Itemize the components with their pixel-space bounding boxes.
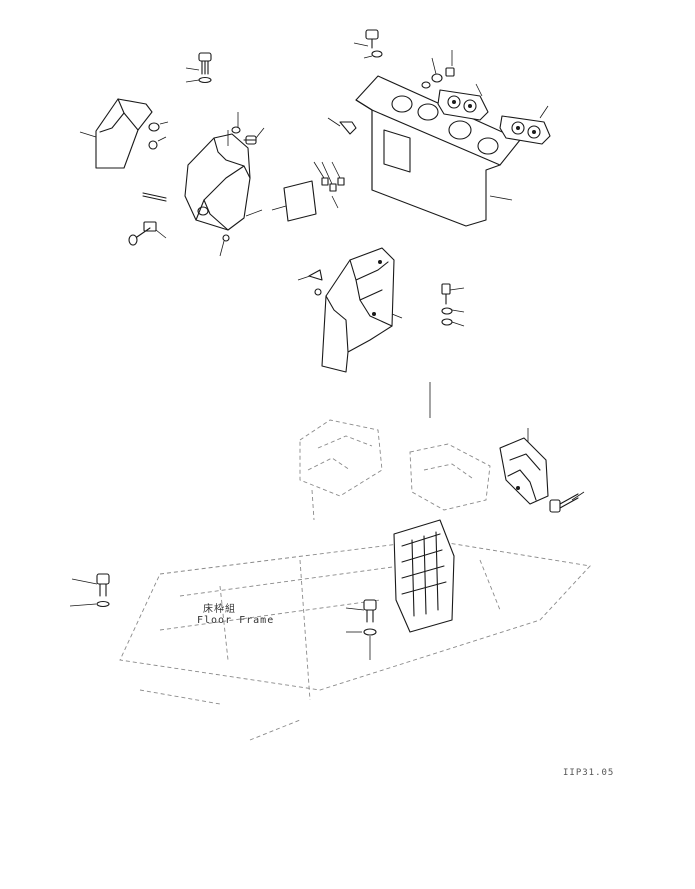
screws-plate	[313, 161, 345, 209]
clip-console	[219, 234, 230, 257]
control-box-right	[499, 428, 549, 505]
bolt-floor-center	[345, 599, 377, 660]
floor-frame-label-en: Floor Frame	[197, 615, 275, 626]
filter-plate	[271, 180, 317, 222]
floor-grille-panel	[393, 519, 455, 633]
rod-left	[142, 192, 167, 202]
side-cover-left	[79, 98, 153, 169]
floor-frame-ghost	[119, 419, 591, 741]
bolt-control-box	[549, 491, 585, 513]
side-console-tall	[321, 247, 403, 373]
speaker-grille-left	[437, 83, 489, 121]
knob-left	[148, 121, 169, 150]
bolt-top-right	[353, 29, 383, 59]
speaker-grille-right	[499, 105, 551, 145]
floor-frame-label-jp: 床枠組	[203, 604, 236, 615]
knob-console	[297, 269, 323, 296]
bolt-washer-stack-right	[441, 283, 465, 327]
console-box-left	[184, 112, 263, 231]
clip-dashboard	[327, 117, 357, 135]
bolt-top-left	[185, 52, 212, 84]
bolt-console	[231, 126, 265, 145]
nut-washer-top	[421, 50, 455, 89]
bolt-floor-left	[69, 573, 110, 608]
drawing-code: IIP31.05	[563, 768, 615, 778]
dashboard-panel	[355, 75, 521, 227]
handle-bolt-left	[128, 221, 167, 246]
